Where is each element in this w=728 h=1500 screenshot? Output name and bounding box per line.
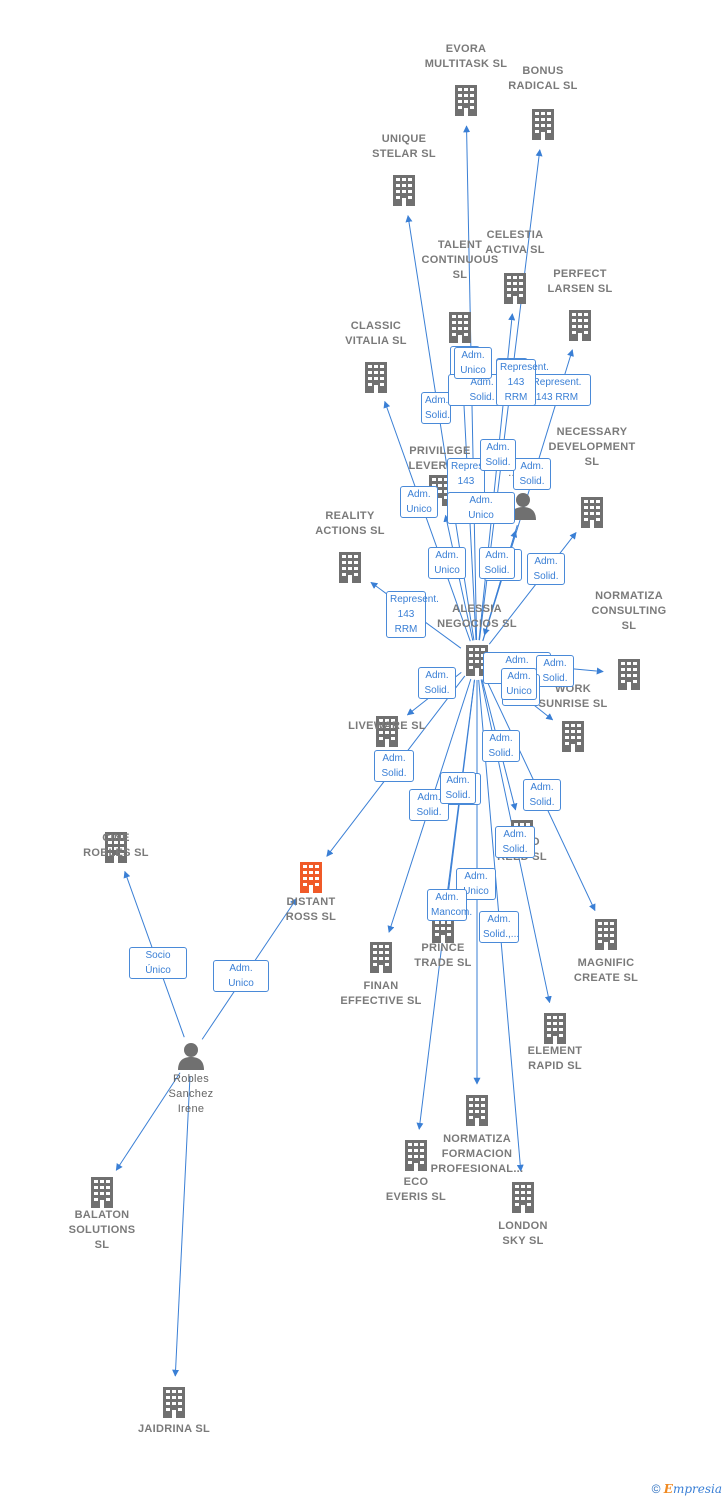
edge-label-extra-2[interactable]: Represent. 143 RRM xyxy=(496,359,549,406)
brand-initial: E xyxy=(663,1482,673,1496)
building-icon[interactable] xyxy=(339,552,361,583)
building-icon[interactable] xyxy=(581,497,603,528)
building-icon[interactable] xyxy=(595,919,617,950)
edge-label-robles-to-jaidrina[interactable]: Adm. Unico xyxy=(213,960,269,992)
edge-label-alessia-to-london[interactable]: Adm. Solid. xyxy=(409,789,449,821)
node-label-prince[interactable]: PRINCE TRADE SL xyxy=(414,942,472,969)
node-label-perfect[interactable]: PERFECT LARSEN SL xyxy=(547,268,613,295)
edge-label-alessia-to-work[interactable]: Represent. 143 RRM xyxy=(386,591,439,638)
node-label-liveware[interactable]: LIVEWARE SL xyxy=(348,720,426,732)
node-label-evora[interactable]: EVORA MULTITASK SL xyxy=(424,43,508,70)
node-label-unique[interactable]: UNIQUE STELAR SL xyxy=(372,133,436,160)
node-label-london[interactable]: LONDON SKY SL xyxy=(498,1220,548,1247)
edge-label-alessia-to-normatiza_c[interactable]: Adm. Solid. xyxy=(527,553,565,585)
edge-robles-to-balaton xyxy=(115,1072,181,1171)
edge-alessia-to-necessary xyxy=(488,531,577,645)
empresia-logo[interactable]: Empresia xyxy=(664,1482,722,1496)
edge-label-extra-4[interactable]: Adm. Unico xyxy=(501,668,537,700)
node-label-normatiza_f[interactable]: NORMATIZA FORMACION PROFESIONAL... xyxy=(430,1133,524,1175)
building-icon[interactable] xyxy=(562,721,584,752)
edge-alessia-to-classic xyxy=(383,400,471,642)
node-label-jaidrina[interactable]: JAIDRINA SL xyxy=(138,1423,210,1435)
building-icon[interactable] xyxy=(365,362,387,393)
building-icon[interactable] xyxy=(544,1013,566,1044)
node-label-celestia[interactable]: CELESTIA ACTIVA SL xyxy=(485,229,545,256)
node-label-balaton[interactable]: BALATON SOLUTIONS SL xyxy=(68,1209,136,1251)
node-label-distant[interactable]: DISTANT ROSS SL xyxy=(285,896,337,923)
building-icon[interactable] xyxy=(449,312,471,343)
edge-label-robles-to-cine[interactable]: Adm. Mancom. xyxy=(427,889,472,921)
edge-robles-to-jaidrina xyxy=(172,1075,191,1377)
edge-label-alessia-to-unique[interactable]: Adm. Solid. xyxy=(421,392,451,424)
node-label-magnific[interactable]: MAGNIFIC CREATE SL xyxy=(573,957,639,984)
node-label-element[interactable]: ELEMENT RAPID SL xyxy=(527,1045,583,1072)
person-icon[interactable] xyxy=(178,1043,204,1070)
edge-label-alessia-to-privilege[interactable]: Adm. Unico xyxy=(400,486,438,518)
node-label-talent[interactable]: TALENT CONTINUOUS SL xyxy=(421,239,499,281)
brand-name: mpresia xyxy=(672,1482,722,1496)
building-icon[interactable] xyxy=(91,1177,113,1208)
edge-label-alessia-to-distant[interactable]: Adm. Solid. xyxy=(418,667,456,699)
copyright-symbol: © xyxy=(651,1482,661,1496)
building-icon[interactable] xyxy=(300,862,322,893)
edge-label-alessia-to-normatiza_f[interactable]: Adm. Solid. xyxy=(482,730,520,762)
building-icon[interactable] xyxy=(393,175,415,206)
edge-label-robles-to-distant[interactable]: Adm. Solid.,... xyxy=(479,911,519,943)
edge-label-person_top-to-alessia[interactable]: Adm. Unico xyxy=(456,868,496,900)
building-icon[interactable] xyxy=(569,310,591,341)
node-label-robles[interactable]: Robles Sanchez Irene xyxy=(168,1073,214,1115)
building-icon[interactable] xyxy=(455,85,477,116)
edge-label-alessia-to-element[interactable]: Adm. Solid. xyxy=(374,750,414,782)
node-label-alessia[interactable]: ALESSIA NEGOCIOS SL xyxy=(437,603,517,630)
edge-label-alessia-to-magnific[interactable]: Adm. Solid. xyxy=(536,655,574,687)
node-label-eco[interactable]: ECO EVERIS SL xyxy=(385,1176,447,1203)
edge-label-alessia-to-person_top[interactable]: Adm. Unico xyxy=(447,492,515,524)
node-label-classic[interactable]: CLASSIC VITALIA SL xyxy=(345,320,407,347)
edge-label-alessia-to-classic[interactable]: Adm. Solid. xyxy=(513,458,551,490)
edge-label-extra-1[interactable]: Adm. Unico xyxy=(454,347,492,379)
node-label-cine[interactable]: CINE ROBLES SL xyxy=(83,832,149,859)
node-label-reality[interactable]: REALITY ACTIONS SL xyxy=(315,510,385,537)
edge-label-alessia-to-prince[interactable]: Adm. Solid. xyxy=(523,779,561,811)
node-label-finan[interactable]: FINAN EFFECTIVE SL xyxy=(340,980,422,1007)
building-icon[interactable] xyxy=(512,1182,534,1213)
edge-label-extra-5[interactable]: Adm. Solid. xyxy=(440,772,476,804)
building-icon[interactable] xyxy=(532,109,554,140)
node-label-normatiza_c[interactable]: NORMATIZA CONSULTING SL xyxy=(591,590,667,632)
copyright-notice: © Empresia xyxy=(652,1482,722,1496)
building-icon[interactable] xyxy=(466,1095,488,1126)
building-icon[interactable] xyxy=(163,1387,185,1418)
edge-label-extra-0[interactable]: Adm. Solid. xyxy=(480,439,516,471)
edge-label-robles-to-balaton[interactable]: Socio Único xyxy=(129,947,187,979)
edge-label-alessia-to-liveware[interactable]: Adm. Solid. xyxy=(495,826,535,858)
node-label-necessary[interactable]: NECESSARY DEVELOPMENT SL xyxy=(548,426,636,468)
edge-label-extra-3[interactable]: Adm. Solid. xyxy=(479,547,515,579)
edge-label-alessia-to-necessary[interactable]: Adm. Unico xyxy=(428,547,466,579)
node-label-bonus[interactable]: BONUS RADICAL SL xyxy=(508,65,578,92)
